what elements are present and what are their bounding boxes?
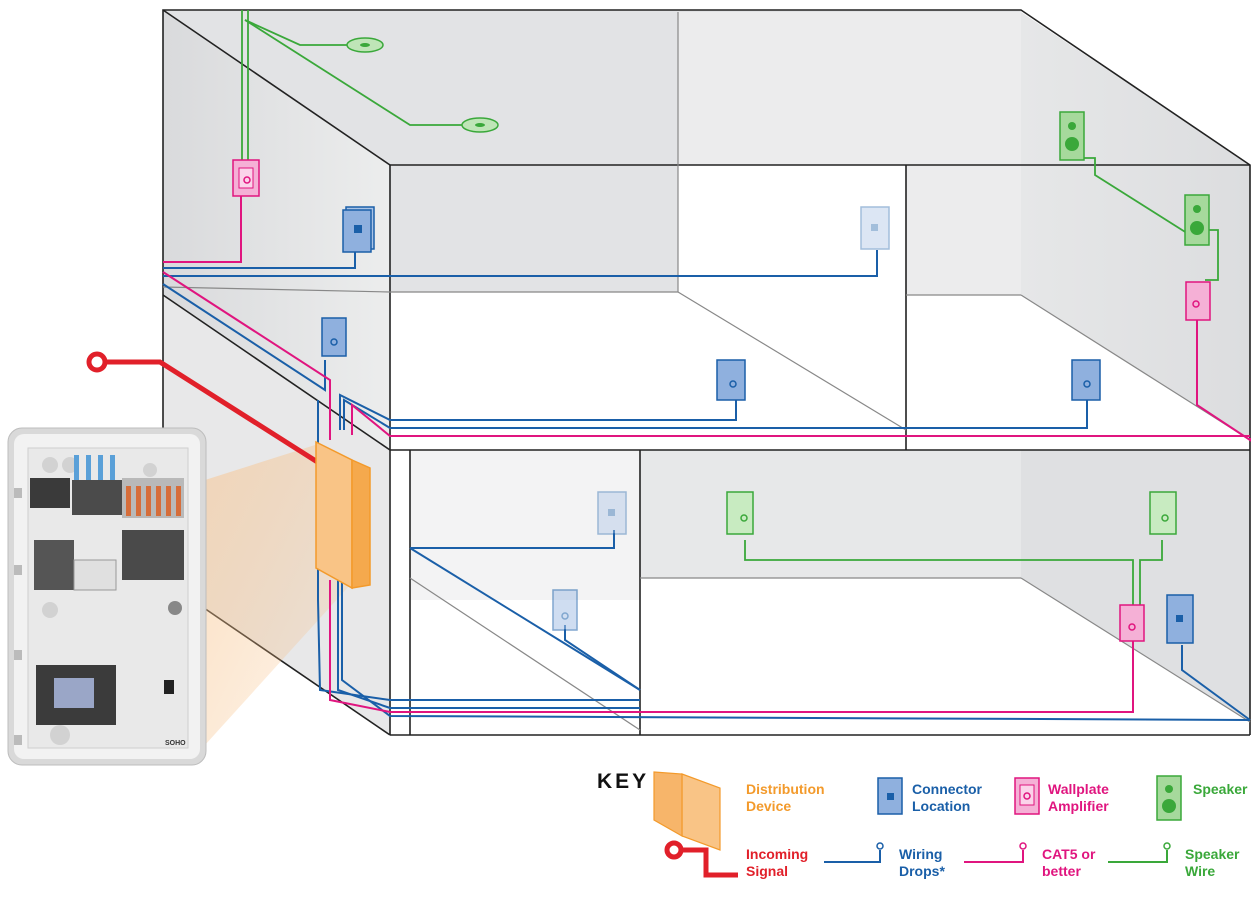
key-title: KEY xyxy=(597,770,649,794)
wallplate-amplifier-icon xyxy=(1120,605,1144,641)
connector-location-icon xyxy=(717,360,745,400)
speaker-icon xyxy=(1157,776,1181,820)
key-label-incoming-signal: Incoming Signal xyxy=(746,846,808,880)
speaker-icon xyxy=(1060,112,1084,160)
svg-text:SOHO: SOHO xyxy=(165,740,186,747)
distribution-device xyxy=(316,442,370,588)
key-label-line: Wire xyxy=(1185,863,1239,880)
wiring-drop-line xyxy=(824,843,883,862)
key-label-line: Incoming xyxy=(746,846,808,863)
connector-location-icon xyxy=(343,207,374,252)
key-label-line: Connector xyxy=(912,781,982,798)
key-label-line: Speaker xyxy=(1193,781,1247,798)
key-label-line: CAT5 or xyxy=(1042,846,1095,863)
connector-location-icon xyxy=(861,207,889,249)
key-label-distribution-device: Distribution Device xyxy=(746,781,825,815)
key-label-speaker: Speaker xyxy=(1193,781,1247,798)
key-label-line: Amplifier xyxy=(1048,798,1109,815)
key-label-line: Drops* xyxy=(899,863,945,880)
distribution-device-icon xyxy=(654,772,720,850)
key-label-line: Device xyxy=(746,798,825,815)
connector-location-icon xyxy=(878,778,902,814)
speaker-wire-line xyxy=(1108,843,1170,862)
speaker-icon xyxy=(1185,195,1209,245)
connector-location-icon xyxy=(322,318,346,356)
key-label-wallplate-amplifier: Wallplate Amplifier xyxy=(1048,781,1109,815)
speaker-icon xyxy=(462,118,498,132)
key-label-line: Wallplate xyxy=(1048,781,1109,798)
speaker-icon xyxy=(727,492,753,534)
connector-location-icon xyxy=(1072,360,1100,400)
connector-location-icon xyxy=(1167,595,1193,643)
wallplate-amplifier-icon xyxy=(1015,778,1039,814)
key-label-line: better xyxy=(1042,863,1095,880)
incoming-signal-icon xyxy=(667,843,738,875)
cat5-line xyxy=(964,843,1026,862)
speaker-icon xyxy=(347,38,383,52)
connector-location-icon xyxy=(598,492,626,534)
speaker-icon xyxy=(1150,492,1176,534)
key-label-line: Signal xyxy=(746,863,808,880)
key-label-wiring-drops: Wiring Drops* xyxy=(899,846,945,880)
distribution-panel-photo: SOHO xyxy=(8,428,206,765)
key-label-cat5: CAT5 or better xyxy=(1042,846,1095,880)
connector-location-icon xyxy=(553,590,577,630)
key-label-speaker-wire: Speaker Wire xyxy=(1185,846,1239,880)
key-label-line: Speaker xyxy=(1185,846,1239,863)
wallplate-amplifier-icon xyxy=(233,160,259,196)
key-label-connector-location: Connector Location xyxy=(912,781,982,815)
key-label-line: Location xyxy=(912,798,982,815)
key-label-line: Distribution xyxy=(746,781,825,798)
wallplate-amplifier-icon xyxy=(1186,282,1210,320)
key-label-line: Wiring xyxy=(899,846,945,863)
